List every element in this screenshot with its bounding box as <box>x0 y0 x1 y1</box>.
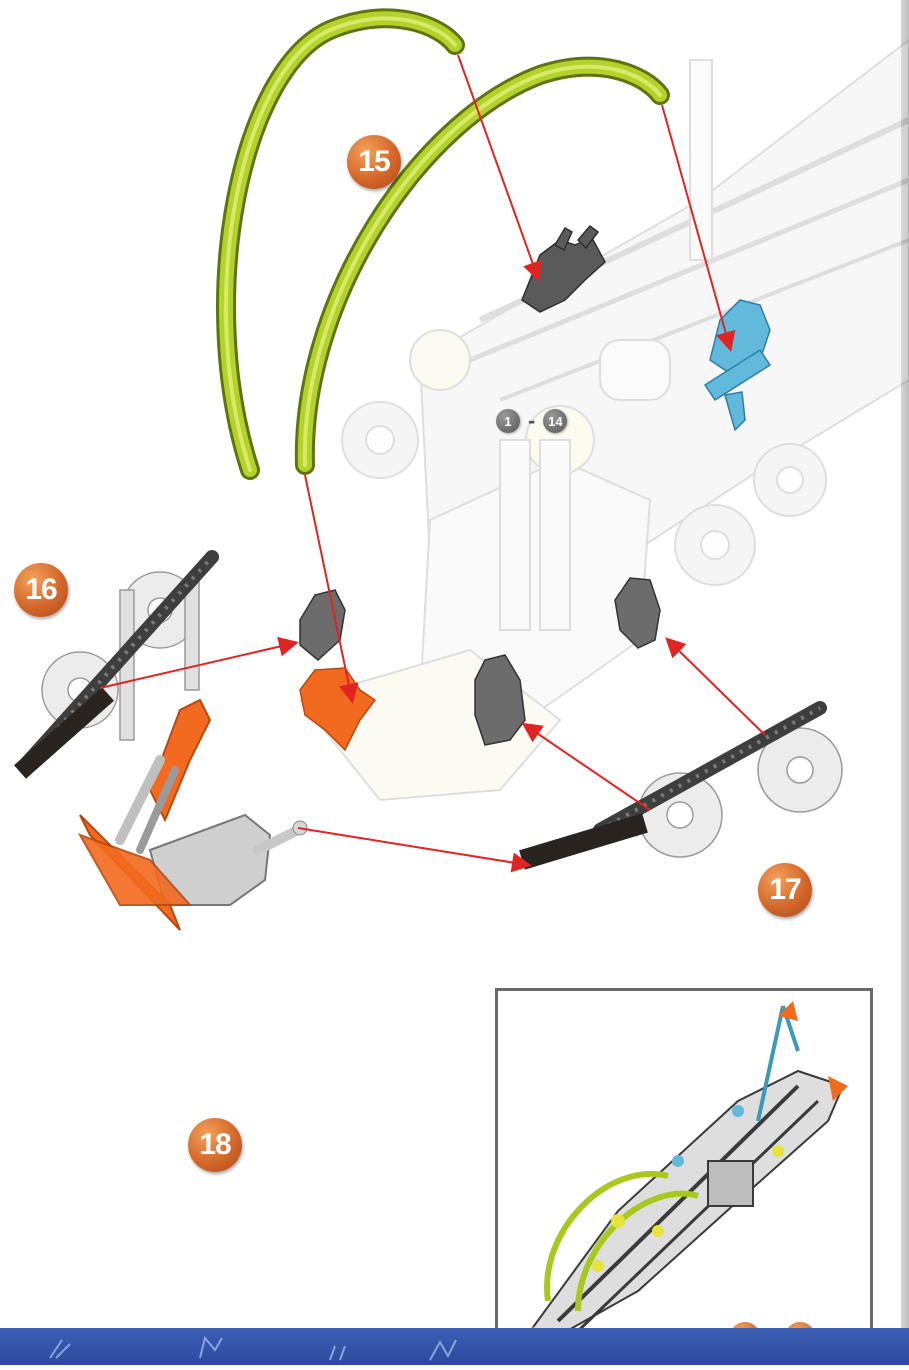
step-badge-16: 16 <box>14 563 68 617</box>
steps-range-label: 1 - 14 <box>496 408 567 434</box>
step-badge-18: 18 <box>188 1118 242 1172</box>
completed-model-inset: 1 - 18 <box>495 988 873 1365</box>
range-separator: - <box>528 408 535 434</box>
footer-doodles <box>0 1328 909 1365</box>
step-badge-17: 17 <box>758 863 812 917</box>
step-badge-15: 15 <box>347 135 401 189</box>
range-start-badge: 1 <box>496 409 520 433</box>
range-end-badge: 14 <box>543 409 567 433</box>
completed-model-illustration <box>498 991 870 1365</box>
page-footer-band <box>0 1328 909 1365</box>
